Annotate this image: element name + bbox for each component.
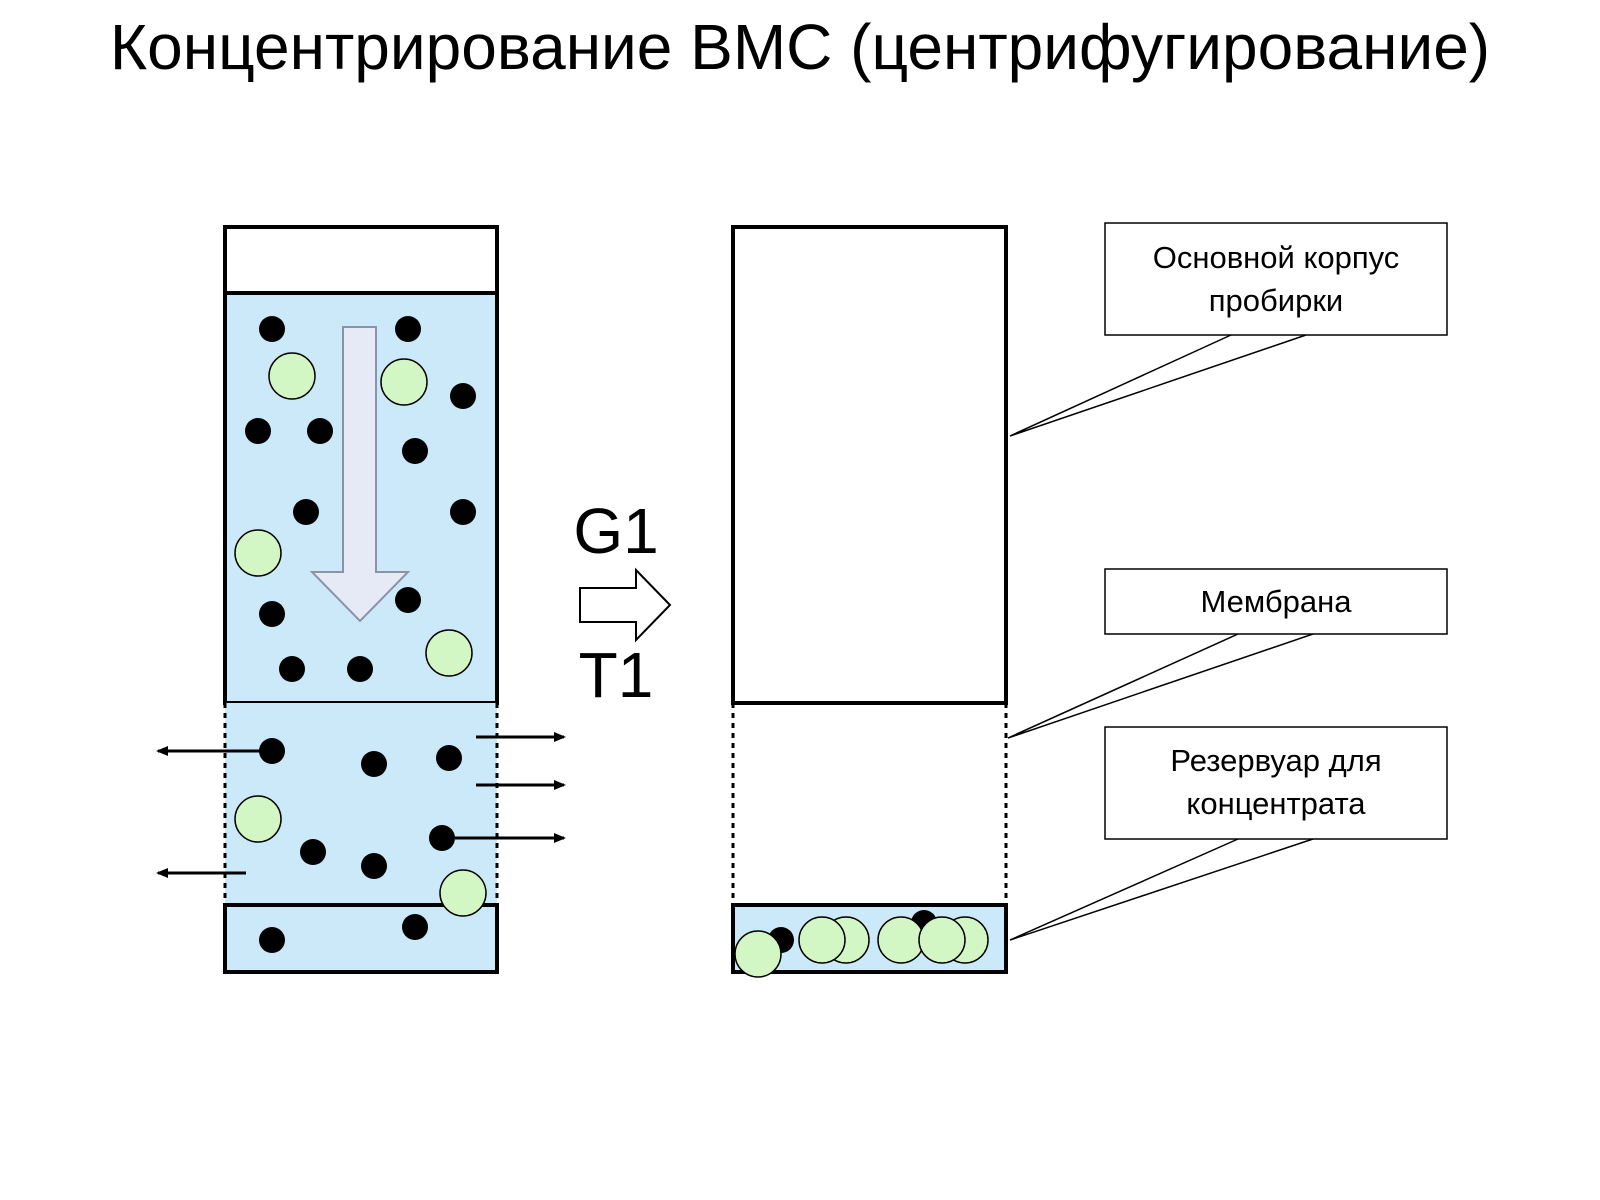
callout-pointer	[1009, 334, 1307, 437]
process-step: G1 T1	[573, 495, 672, 711]
small-particle	[245, 418, 271, 444]
large-particle	[425, 629, 473, 677]
callout-label: концентрата	[1186, 786, 1366, 821]
callout-pointer	[1007, 633, 1314, 739]
callout-label: Резервуар для	[1170, 743, 1381, 778]
small-particles-reservoir	[259, 914, 428, 953]
small-particle	[395, 316, 421, 342]
large-particle	[380, 358, 428, 406]
callout-box	[1104, 726, 1448, 840]
small-particle	[259, 738, 285, 764]
small-particle	[259, 316, 285, 342]
large-particle	[439, 869, 487, 917]
large-particles-membrane	[234, 795, 487, 917]
callout-label: пробирки	[1209, 283, 1343, 318]
small-particle	[436, 745, 462, 771]
small-particle	[395, 587, 421, 613]
large-particles-main	[234, 352, 473, 677]
process-label-top: G1	[573, 495, 658, 567]
small-particle	[307, 418, 333, 444]
tube-after	[731, 225, 1008, 978]
concentrate-particles	[734, 910, 989, 978]
callout-label: Основной корпус	[1153, 240, 1400, 275]
small-particles-main	[245, 316, 476, 682]
slide-title: Концентрирование ВМС (центрифугирование)	[109, 11, 1491, 83]
small-particles-membrane	[259, 738, 462, 879]
small-particle	[450, 383, 476, 409]
large-particle	[268, 352, 316, 400]
small-particle	[293, 499, 319, 525]
tube-before-headspace	[223, 225, 499, 295]
centrifugal-force-arrow	[309, 326, 411, 623]
small-particle	[402, 914, 428, 940]
small-particle	[450, 499, 476, 525]
process-arrow	[579, 567, 672, 643]
small-particle	[259, 927, 285, 953]
small-particle	[361, 751, 387, 777]
callout-reservoir: Резервуар для концентрата	[1009, 726, 1448, 941]
large-particle	[734, 930, 782, 978]
small-particle	[347, 656, 373, 682]
large-particle	[798, 916, 846, 964]
small-particle	[279, 656, 305, 682]
callout-label: Мембрана	[1201, 584, 1353, 619]
small-particle	[361, 853, 387, 879]
callout-tube-body: Основной корпус пробирки	[1009, 222, 1448, 437]
tube-before	[156, 225, 566, 974]
callout-box	[1104, 568, 1448, 635]
tube-after-main-body	[731, 225, 1008, 705]
large-particle	[234, 795, 282, 843]
large-particle	[234, 529, 282, 577]
small-particle	[429, 825, 455, 851]
process-label-bottom: T1	[579, 639, 654, 711]
callout-membrane: Мембрана	[1007, 568, 1448, 739]
small-particle	[259, 601, 285, 627]
filtrate-flow-arrows	[156, 732, 566, 878]
callout-box	[1104, 222, 1448, 336]
small-particle	[402, 438, 428, 464]
large-particle	[877, 916, 925, 964]
large-particle	[918, 916, 966, 964]
small-particle	[300, 839, 326, 865]
callout-pointer	[1009, 838, 1314, 941]
